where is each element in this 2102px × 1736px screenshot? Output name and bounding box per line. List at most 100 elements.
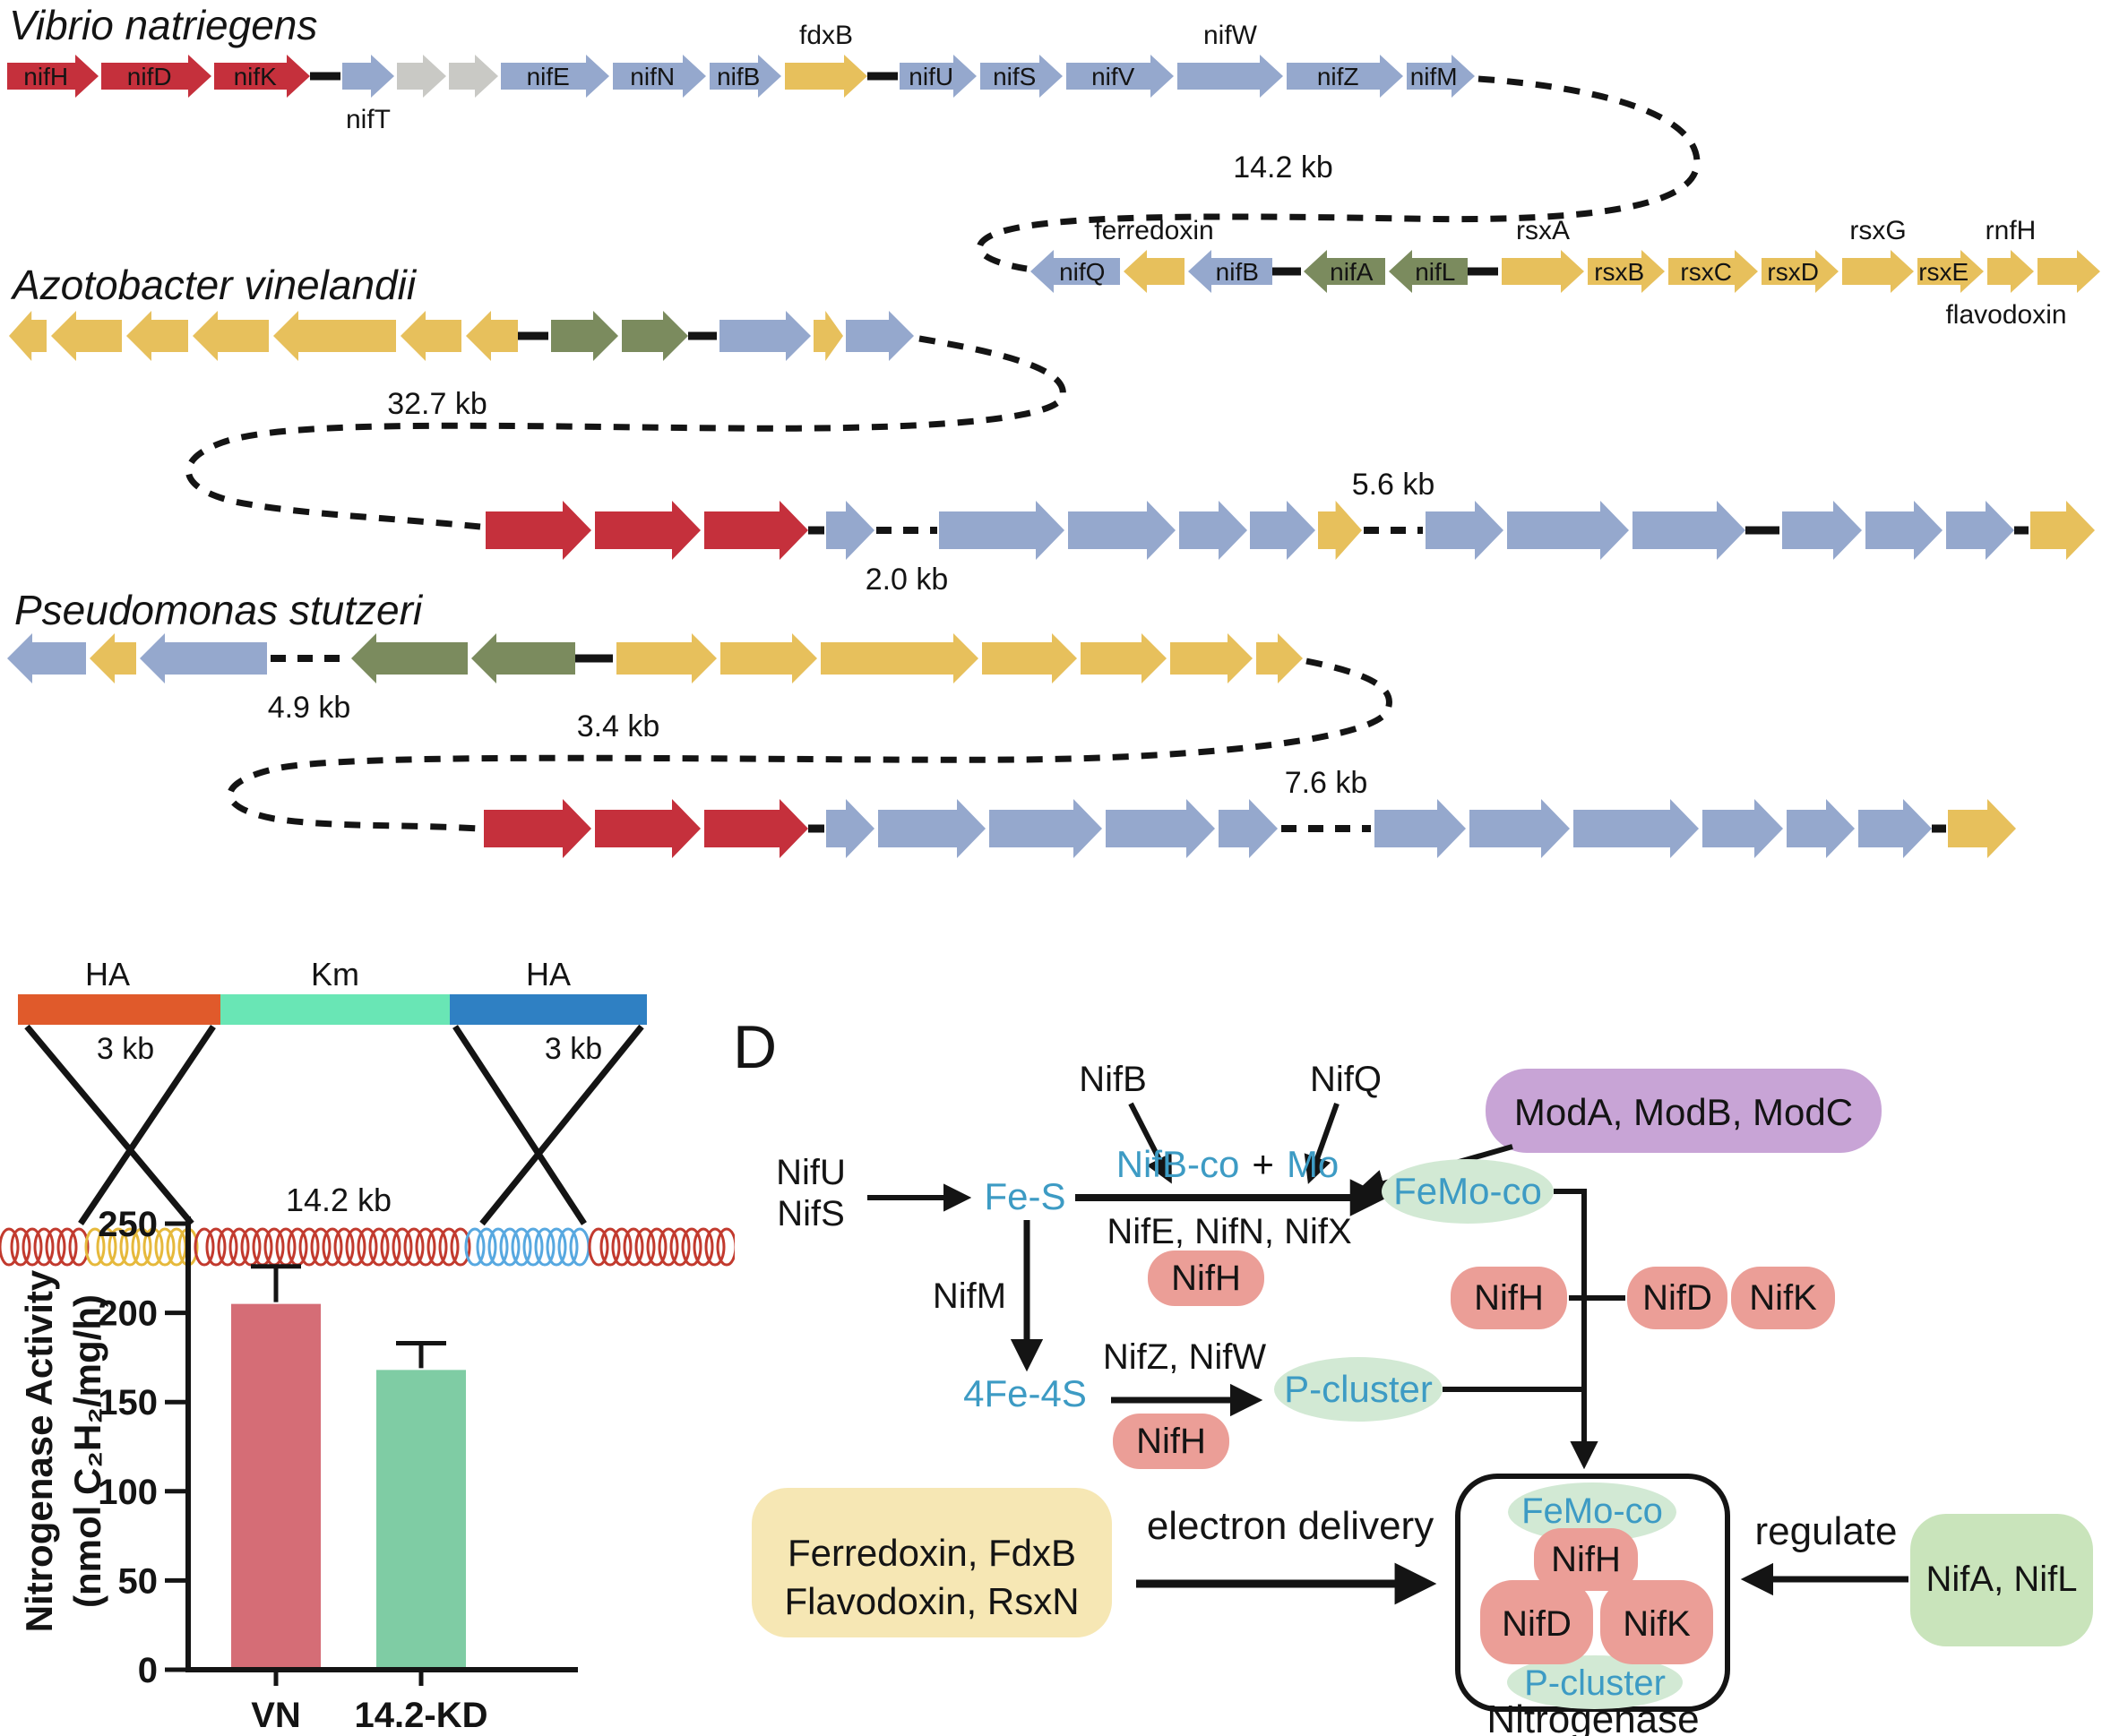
dna-coil bbox=[658, 1227, 679, 1267]
dna-coil bbox=[534, 1227, 556, 1267]
gene-arrow bbox=[9, 311, 47, 361]
nifm-label: NifM bbox=[933, 1276, 1006, 1316]
gene-label-nifV: nifV bbox=[1091, 63, 1135, 90]
ha-left-bar bbox=[18, 994, 220, 1025]
gene-label-ferredoxin: ferredoxin bbox=[1094, 216, 1213, 245]
species-title: Azotobacter vinelandii bbox=[10, 262, 418, 308]
crossover-line bbox=[479, 1024, 644, 1226]
x-category-label: VN bbox=[251, 1696, 301, 1735]
dna-coil bbox=[426, 1227, 448, 1267]
nifd-protein bbox=[1627, 1267, 1727, 1329]
gene-label-nifU: nifU bbox=[909, 63, 953, 90]
gene-arrow bbox=[1068, 501, 1176, 560]
species-title: Pseudomonas stutzeri bbox=[14, 587, 424, 633]
gene-label-rsxG: rsxG bbox=[1849, 216, 1906, 245]
y-tick-label: 250 bbox=[98, 1205, 158, 1244]
dna-coil bbox=[45, 1227, 66, 1267]
dna-coil bbox=[345, 1227, 366, 1267]
nifq-label: NifQ bbox=[1310, 1060, 1382, 1099]
gene-arrow bbox=[1946, 501, 2014, 560]
gene-label-nifQ: nifQ bbox=[1059, 258, 1105, 286]
gene-label-rsxB: rsxB bbox=[1594, 258, 1644, 286]
dna-coil bbox=[403, 1227, 425, 1267]
gene-label-rsxA: rsxA bbox=[1516, 216, 1570, 245]
gene-label-rsxC: rsxC bbox=[1680, 258, 1732, 286]
dna-coil bbox=[380, 1227, 401, 1267]
nifh-chaperone-2 bbox=[1113, 1414, 1229, 1469]
gene-arrow bbox=[1318, 501, 1362, 560]
gene-label-nifW: nifW bbox=[1203, 21, 1258, 50]
nifbco-text: NifB-co bbox=[1116, 1143, 1240, 1185]
gene-arrow-flavodoxin bbox=[2037, 250, 2100, 293]
dna-coil bbox=[56, 1227, 78, 1267]
gene-label-fdxB: fdxB bbox=[799, 21, 853, 50]
gene-arrow bbox=[7, 633, 86, 683]
gene-label-nifA: nifA bbox=[1330, 258, 1374, 286]
dna-coil bbox=[438, 1227, 460, 1267]
gene-arrow-nifT bbox=[342, 55, 394, 98]
gene-arrow-nifK bbox=[214, 55, 310, 98]
dna-coil bbox=[298, 1227, 320, 1267]
gene-arrow bbox=[1507, 501, 1629, 560]
fes-label: Fe-S bbox=[984, 1175, 1065, 1217]
nitrogenase-activity-chart: Nitrogenase Activity(nmol C₂H₂/mg/h)0501… bbox=[18, 1205, 578, 1735]
gene-arrow bbox=[1787, 799, 1855, 858]
gene-arrow bbox=[126, 311, 188, 361]
nifa-nifl-label: NifA, NifL bbox=[1926, 1560, 2078, 1599]
gene-arrow bbox=[401, 311, 461, 361]
nitrogenase-nifd bbox=[1480, 1580, 1593, 1664]
gene-arrow bbox=[351, 633, 468, 683]
gene-arrow-rsxB bbox=[1588, 250, 1665, 293]
nifk-protein-label: NifK bbox=[1749, 1278, 1817, 1318]
electron-donor-line1: Ferredoxin, FdxB bbox=[788, 1532, 1076, 1574]
gene-arrow-fdxB bbox=[785, 55, 867, 98]
dna-coil bbox=[611, 1227, 633, 1267]
dna-coil bbox=[669, 1227, 691, 1267]
nitrogenase-nifk bbox=[1600, 1580, 1713, 1664]
kb-gap-label: 4.9 kb bbox=[268, 691, 351, 725]
gene-arrow-nifQ bbox=[1030, 250, 1120, 293]
kb-gap-label: 2.0 kb bbox=[866, 563, 949, 597]
gene-arrow bbox=[484, 799, 591, 858]
distance-connector bbox=[185, 335, 1066, 530]
gene-label-nifB: nifB bbox=[717, 63, 760, 90]
gene-arrow bbox=[719, 311, 811, 361]
dna-coil bbox=[693, 1227, 714, 1267]
bar-14.2-KD bbox=[376, 1370, 466, 1670]
y-tick-label: 50 bbox=[118, 1561, 159, 1601]
gene-arrow bbox=[814, 311, 843, 361]
nifh-chaperone-1 bbox=[1148, 1250, 1264, 1306]
dna-coil bbox=[131, 1227, 152, 1267]
gene-label-nifM: nifM bbox=[1410, 63, 1458, 90]
gene-arrow bbox=[466, 311, 518, 361]
gene-arrow bbox=[939, 501, 1064, 560]
nifh-protein-label: NifH bbox=[1474, 1278, 1544, 1318]
gene-arrow-nifZ bbox=[1287, 55, 1403, 98]
dna-coil bbox=[634, 1227, 656, 1267]
dna-coil bbox=[228, 1227, 250, 1267]
dna-coil bbox=[522, 1227, 544, 1267]
gene-arrow bbox=[1170, 633, 1253, 683]
gene-arrow-rsxG bbox=[1842, 250, 1914, 293]
gene-arrow bbox=[486, 501, 591, 560]
dna-coil bbox=[681, 1227, 702, 1267]
nitrogenase-femoco-ellipse bbox=[1508, 1482, 1676, 1542]
gene-arrow bbox=[1250, 501, 1315, 560]
gene-arrow bbox=[140, 633, 267, 683]
gene-arrow bbox=[471, 633, 575, 683]
gene-arrow bbox=[193, 311, 269, 361]
gene-arrow bbox=[51, 311, 122, 361]
gene-arrow bbox=[1948, 799, 2016, 858]
gene-arrow-nifD bbox=[101, 55, 211, 98]
gene-arrow bbox=[1573, 799, 1699, 858]
nifa-nifl-box bbox=[1910, 1514, 2093, 1646]
gene-label-nifT: nifT bbox=[346, 105, 391, 134]
electron-donor-box bbox=[752, 1488, 1112, 1637]
gene-arrow bbox=[821, 633, 978, 683]
y-tick-label: 200 bbox=[98, 1294, 158, 1334]
dna-coil bbox=[0, 1227, 20, 1267]
gene-arrow bbox=[595, 799, 701, 858]
dna-coil bbox=[194, 1227, 215, 1267]
